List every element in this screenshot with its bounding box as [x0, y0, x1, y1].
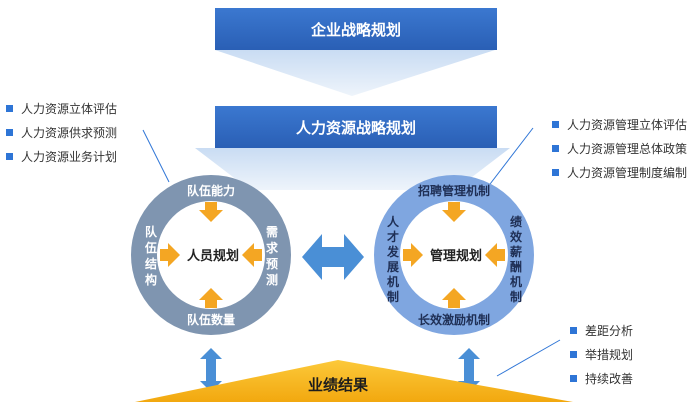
arrow-up-icon — [199, 288, 223, 308]
hr-strategy-bar — [215, 106, 497, 148]
arrow-down-icon — [442, 202, 466, 222]
vertical-char: 薪 — [510, 244, 522, 259]
vertical-char: 绩 — [510, 214, 522, 229]
enterprise-strategy-bar — [215, 8, 497, 50]
bullet-icon — [552, 144, 559, 152]
right-ring-inner — [401, 202, 507, 308]
bullet-icon — [552, 120, 559, 128]
right-bullet-list: 人力资源管理立体评估 人力资源管理总体政策 人力资源管理制度编制 — [552, 112, 687, 184]
right-callout-line — [486, 127, 534, 189]
left-ring-inner — [158, 202, 264, 308]
arrow-left-icon — [485, 243, 505, 267]
list-item: 人力资源管理立体评估 — [552, 112, 687, 136]
list-item: 人力资源管理制度编制 — [552, 160, 687, 184]
result-label: 业绩结果 — [308, 376, 369, 394]
left-ring — [131, 175, 291, 335]
vertical-char: 队 — [145, 224, 158, 239]
vertical-char: 效 — [510, 229, 523, 244]
vertical-char: 酬 — [510, 260, 522, 274]
vertical-char: 机 — [387, 274, 399, 289]
vertical-char: 制 — [387, 289, 399, 304]
list-item: 人力资源供求预测 — [6, 120, 117, 144]
left-ring-bottom-label: 队伍数量 — [187, 312, 235, 327]
bullet-icon — [552, 168, 559, 176]
left-bullet-list: 人力资源立体评估 人力资源供求预测 人力资源业务计划 — [6, 96, 117, 168]
vertical-char: 机 — [510, 274, 522, 289]
bullet-icon — [6, 104, 13, 112]
bullet-icon — [6, 152, 13, 160]
arrow-up-icon — [442, 288, 466, 308]
bottom-callout-line — [496, 339, 561, 377]
vertical-char: 人 — [387, 214, 400, 229]
arrow-right-icon — [403, 243, 423, 267]
bullet-icon — [570, 326, 577, 334]
right-ring-bottom-label: 长效激励机制 — [418, 312, 490, 327]
double-arrow-vertical-icon — [458, 348, 480, 392]
vertical-char: 伍 — [144, 240, 157, 255]
vertical-char: 测 — [266, 272, 278, 287]
vertical-char: 制 — [510, 289, 522, 304]
vertical-char: 需 — [266, 225, 278, 239]
vertical-char: 求 — [266, 240, 279, 255]
right-ring-top-label: 招聘管理机制 — [418, 183, 490, 198]
right-ring-center: 管理规划 — [430, 248, 482, 264]
double-arrow-horizontal-icon — [302, 234, 364, 280]
double-arrow-vertical-icon — [200, 348, 222, 392]
list-item: 差距分析 — [570, 318, 633, 342]
right-ring — [374, 175, 534, 335]
list-item: 持续改善 — [570, 366, 633, 390]
enterprise-strategy-label: 企业战略规划 — [310, 21, 401, 39]
funnel-upper — [215, 50, 495, 96]
vertical-char: 预 — [266, 257, 278, 271]
list-item: 人力资源管理总体政策 — [552, 136, 687, 160]
left-ring-top-label: 队伍能力 — [187, 183, 235, 198]
arrow-left-icon — [242, 243, 262, 267]
vertical-char: 发 — [386, 244, 400, 259]
result-triangle — [135, 360, 573, 402]
vertical-char: 才 — [387, 229, 399, 244]
bullet-icon — [6, 128, 13, 136]
arrow-down-icon — [199, 202, 223, 222]
vertical-char: 构 — [145, 272, 157, 287]
bottom-bullet-list: 差距分析 举措规划 持续改善 — [570, 318, 633, 390]
vertical-char: 结 — [145, 256, 157, 271]
arrow-right-icon — [160, 243, 180, 267]
list-item: 人力资源业务计划 — [6, 144, 117, 168]
vertical-char: 展 — [387, 260, 399, 274]
left-ring-center: 人员规划 — [187, 248, 239, 264]
list-item: 人力资源立体评估 — [6, 96, 117, 120]
bullet-icon — [570, 350, 577, 358]
list-item: 举措规划 — [570, 342, 633, 366]
left-callout-line — [142, 129, 170, 183]
hr-strategy-label: 人力资源战略规划 — [296, 119, 416, 137]
bullet-icon — [570, 374, 577, 382]
